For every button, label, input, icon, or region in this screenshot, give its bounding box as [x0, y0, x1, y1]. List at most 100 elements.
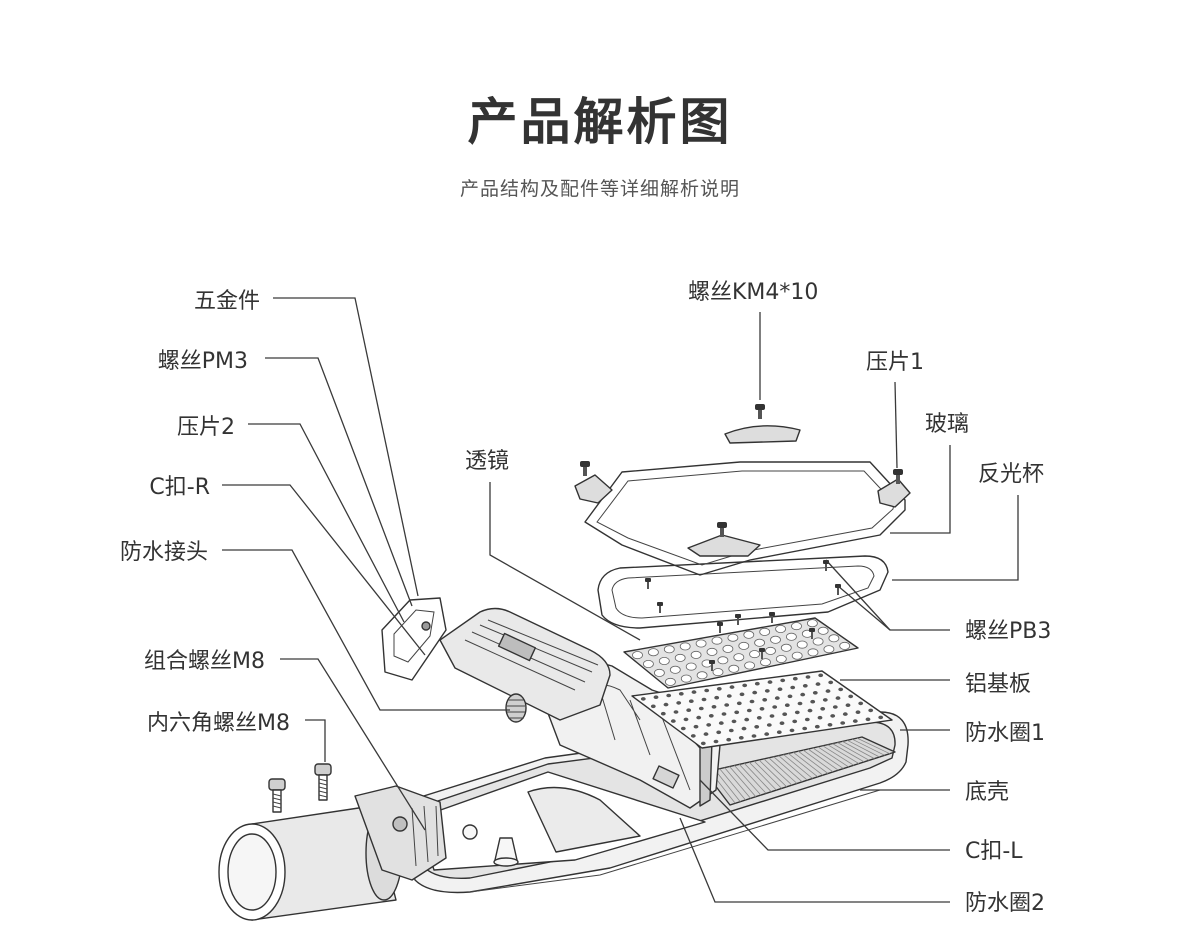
screw-pb3-shank: [659, 606, 661, 613]
led-dot: [734, 710, 740, 715]
reflector-outer: [597, 555, 889, 629]
plate-1: [877, 478, 911, 508]
screw-m8-hex-thread: [318, 778, 328, 798]
heatsink-fin: [793, 751, 824, 776]
heatsink-fin: [856, 737, 890, 755]
shell-boss-1: [462, 824, 478, 840]
led-dot: [779, 721, 785, 725]
label-clip-l: C扣-L: [965, 839, 1023, 864]
heatsink-fin: [802, 749, 834, 773]
lens-cell: [839, 641, 851, 650]
lens-cell: [791, 622, 802, 631]
led-dot: [726, 737, 732, 742]
led-dot: [792, 719, 798, 724]
leader-line-seal-2: [679, 817, 950, 903]
plate-center: [687, 534, 761, 557]
lens-cell: [744, 661, 755, 670]
led-dot: [810, 699, 816, 704]
lens-cell: [728, 664, 740, 673]
lens-cell: [674, 653, 686, 662]
led-dot: [736, 701, 742, 706]
lens-cell: [658, 657, 670, 666]
led-dot: [640, 697, 646, 701]
led-dot: [790, 685, 796, 690]
screw-m8-hex: [314, 763, 332, 801]
led-dot: [789, 728, 795, 733]
lens-cell: [770, 635, 781, 644]
leader-line-hex-screw-m8: [305, 719, 326, 762]
screw-pb3-shank: [771, 616, 773, 623]
lens-cell: [685, 662, 697, 671]
screw-pb3-shank: [647, 582, 649, 589]
led-dot: [728, 728, 734, 733]
led-dot: [764, 689, 770, 693]
screw-plate-1-shank: [896, 475, 900, 484]
led-dot: [749, 699, 755, 704]
led-dot: [670, 719, 676, 723]
led-dot: [686, 708, 692, 712]
pole-cylinder-inner: [227, 833, 277, 911]
lens-cell: [669, 665, 681, 674]
led-dot: [838, 687, 844, 692]
led-dot: [650, 704, 656, 709]
lens-cell: [695, 639, 707, 648]
led-dot: [812, 691, 818, 695]
led-dot: [716, 687, 722, 691]
lens-cell: [717, 656, 729, 665]
led-dot: [825, 689, 831, 693]
led-dot: [756, 716, 762, 720]
heatsink-fins: [709, 737, 890, 804]
led-dot: [835, 696, 841, 700]
screw-pb3-head: [769, 612, 775, 616]
pole-clamp: [354, 785, 447, 881]
glass-frame-inner: [596, 470, 895, 566]
leader-line-combo-screw-m8: [280, 658, 426, 831]
heatsink-fin: [827, 744, 860, 764]
page-subtitle: 产品结构及配件等详细解析说明: [459, 178, 740, 200]
led-dot: [848, 694, 854, 699]
led-dot: [794, 710, 800, 715]
lens-cell: [727, 633, 739, 642]
pole-adapter: [218, 785, 447, 921]
aluminum-board-leds: [640, 673, 884, 746]
label-aluminum-board: 铝基板: [965, 672, 1032, 697]
pole-clamp-bolt: [392, 816, 408, 832]
led-dot: [787, 694, 793, 699]
led-dot: [711, 705, 717, 709]
led-dot: [706, 723, 712, 727]
led-dot: [855, 710, 861, 714]
plate-top: [724, 425, 801, 444]
heatsink-fin: [783, 754, 813, 779]
lens-cell: [823, 645, 835, 654]
led-dot: [784, 703, 790, 707]
led-dot: [754, 725, 760, 729]
led-dot: [807, 708, 813, 713]
screw-km4-shank: [758, 410, 762, 419]
heatsink-fin: [763, 758, 793, 786]
led-dot: [814, 724, 820, 729]
lens-cell: [828, 634, 840, 643]
shell-boss-3: [493, 857, 519, 867]
led-dot: [762, 698, 768, 702]
led-dot: [660, 711, 666, 716]
heatsink-fin: [837, 742, 870, 761]
hardware-bracket: [381, 597, 447, 681]
lens-cell: [780, 643, 792, 652]
led-dot: [721, 712, 727, 716]
lens-cell: [749, 650, 760, 659]
led-dot: [822, 698, 828, 702]
heatsink-fin: [778, 755, 808, 781]
label-plate-1: 压片1: [866, 350, 924, 375]
lens-cell: [775, 655, 787, 664]
hardware-bracket-detail: [393, 609, 435, 663]
heatsink-fin: [724, 767, 751, 799]
label-lens: 透镜: [465, 449, 510, 474]
lens-board-lenses: [632, 619, 851, 686]
lens-board-plate: [623, 617, 859, 689]
led-dot: [680, 726, 686, 731]
leader-line-clip-r: [222, 484, 426, 656]
screw-km4-head: [755, 404, 765, 410]
heatsink-fin: [744, 763, 772, 793]
led-dot: [663, 702, 669, 707]
